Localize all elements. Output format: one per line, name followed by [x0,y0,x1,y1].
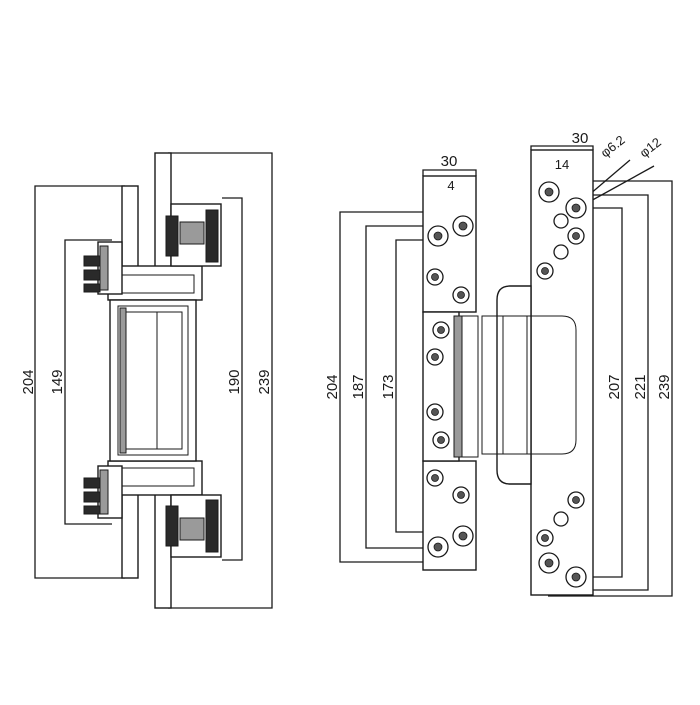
side-upper-left-nut [99,245,109,291]
front-left-hole-4-inner [457,291,465,299]
side-upper-left-screw-2 [83,269,101,281]
side-lower-right-shank [179,517,205,541]
dim-frame-239-front [548,180,673,597]
side-lower-housing [107,460,203,496]
side-upper-right-screw-1 [165,215,179,257]
side-lower-left-screw-2 [83,491,101,503]
front-left-hole-3-inner [431,273,439,281]
dim-label-14-right: 14 [555,157,569,172]
front-right-housing-inner [526,315,577,455]
front-left-hole-5-inner [437,326,445,334]
front-right-housing [496,285,532,485]
dim-label-190-side: 190 [226,369,243,394]
dim-label-173-front: 173 [380,374,397,399]
front-right-knuckle-strip [481,315,528,455]
dim-frame-30-left [422,169,477,176]
front-right-hole-5 [553,244,569,260]
dim-frame-190-side [222,197,243,561]
front-right-hole-8 [553,511,569,527]
dim-frame-187-front [365,225,438,549]
side-lower-left-screw-1 [83,477,101,489]
side-upper-right-screw-2 [205,209,219,263]
front-right-hole-1-inner [544,187,554,197]
front-right-hole-4-inner [572,232,580,240]
front-left-hole-7-inner [431,408,439,416]
dim-label-207-front: 207 [606,374,623,399]
front-right-hole-7-inner [572,496,580,504]
side-center-inner-1 [117,305,189,456]
front-right-hole-10-inner [544,558,554,568]
dim-label-149-side: 149 [49,369,66,394]
front-right-hole-9-inner [541,534,549,542]
front-right-hole-3 [553,213,569,229]
dim-label-204-front: 204 [324,374,341,399]
side-upper-right-shank [179,221,205,245]
front-view: 204 187 173 207 221 239 30 4 30 14 φ6.2 … [324,130,673,597]
dim-frame-204-front [339,211,438,563]
dim-frame-207-front [576,207,623,578]
front-left-hole-10-inner [457,491,465,499]
front-left-hole-1-inner [433,231,443,241]
side-lower-left-screw-3 [83,505,101,515]
front-left-hole-12-inner [433,542,443,552]
dim-label-239-side: 239 [256,369,273,394]
side-view: 204 149 190 239 [20,152,273,609]
front-left-hole-6-inner [431,353,439,361]
dim-label-30-right: 30 [572,130,589,147]
dim-frame-204-side [34,185,125,579]
front-right-hole-11-inner [571,572,581,582]
side-upper-left-screw-1 [83,255,101,267]
front-left-hole-2-inner [458,221,468,231]
dim-label-187-front: 187 [350,374,367,399]
dim-label-30-left: 30 [441,153,458,170]
side-lower-left-nut [99,469,109,515]
dim-label-phi62: φ6.2 [598,132,628,160]
front-left-knuckle-shade [453,315,463,458]
dim-label-239-front: 239 [656,374,673,399]
dim-label-204-side: 204 [20,369,37,394]
dim-frame-149-side [64,239,112,525]
front-left-hole-8-inner [437,436,445,444]
front-right-hole-2-inner [571,203,581,213]
side-lower-right-screw-1 [165,505,179,547]
front-left-hole-11-inner [458,531,468,541]
dim-frame-239-side [168,152,273,609]
front-left-hole-9-inner [431,474,439,482]
side-lower-right-screw-2 [205,499,219,553]
dim-label-221-front: 221 [632,374,649,399]
side-center-shade [119,307,127,454]
dim-frame-173-front [395,239,438,533]
dim-frame-30-right [530,145,594,150]
dim-label-phi12: φ12 [637,134,664,160]
dim-label-4-left: 4 [447,178,454,193]
side-upper-left-screw-3 [83,283,101,293]
front-right-hole-6-inner [541,267,549,275]
front-left-knuckle-inner [461,315,479,458]
dim-frame-221-front [576,194,649,591]
side-upper-housing [107,265,203,301]
